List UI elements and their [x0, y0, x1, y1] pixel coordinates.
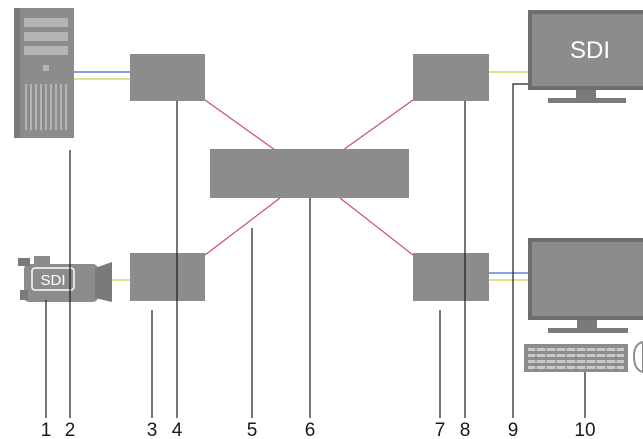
- console-monitor: [528, 238, 643, 333]
- camera-sdi-label: SDI: [40, 272, 65, 289]
- mouse: [632, 340, 643, 374]
- computer-tower: [14, 8, 74, 138]
- transmitter-1: [130, 54, 205, 101]
- callout-6: 6: [305, 420, 316, 439]
- matrix-switch: [210, 149, 409, 198]
- callout-4: 4: [172, 420, 183, 439]
- callout-3: 3: [147, 420, 158, 439]
- keyboard: [524, 344, 628, 372]
- network-cable-rx1: [342, 99, 414, 151]
- callout-1: 1: [41, 420, 52, 439]
- receiver-1: [413, 54, 489, 101]
- leader-9: [512, 83, 528, 418]
- callout-9: 9: [508, 420, 519, 439]
- sdi-camera: SDI: [18, 256, 112, 302]
- callout-8: 8: [460, 420, 471, 439]
- callout-numbers: 1 2 3 4 5 6 7 8 9 10: [41, 420, 596, 439]
- monitor-sdi-label: SDI: [570, 37, 610, 64]
- transmitter-2: [130, 253, 205, 301]
- receiver-2: [413, 253, 489, 301]
- callout-7: 7: [435, 420, 446, 439]
- callout-leaders: [45, 83, 586, 418]
- device-cables: [74, 71, 528, 281]
- callout-5: 5: [247, 420, 258, 439]
- callout-2: 2: [65, 420, 76, 439]
- network-cable-tx1: [204, 99, 276, 151]
- network-cable-rx2: [339, 197, 414, 256]
- network-cable-tx2: [204, 197, 281, 256]
- sdi-monitor: SDI: [528, 10, 643, 103]
- callout-10: 10: [574, 420, 595, 439]
- network-cables: [204, 99, 414, 256]
